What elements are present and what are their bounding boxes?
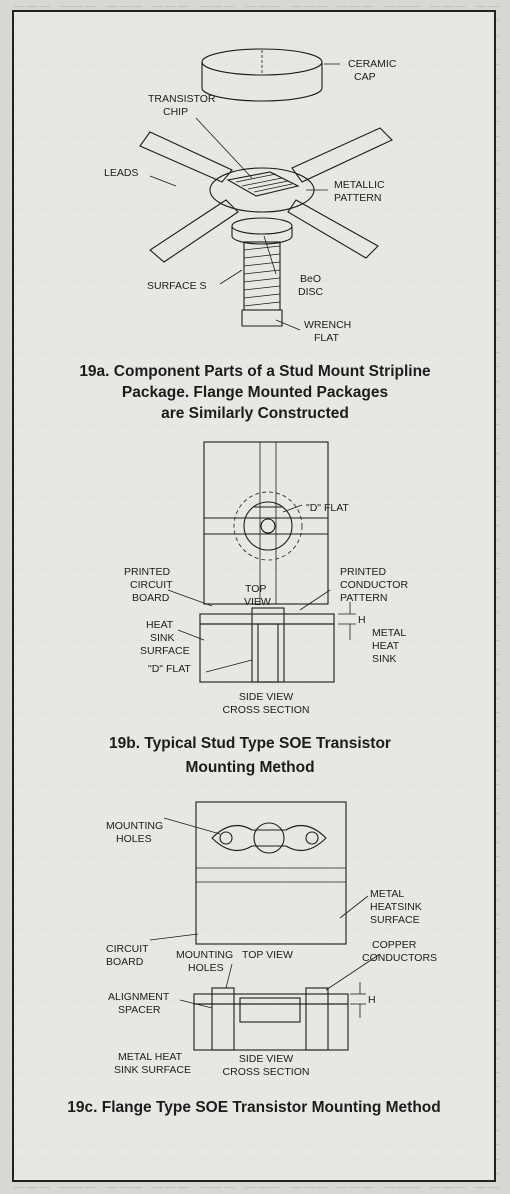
label-heat-sink-surface-3: SURFACE — [140, 645, 190, 657]
caption-19a-line-3: are Similarly Constructed — [161, 405, 349, 422]
label-circuit-board-2: BOARD — [106, 956, 144, 968]
label-ceramic-cap-1: CERAMIC — [348, 58, 397, 70]
label-side-view-2: CROSS SECTION — [223, 704, 310, 716]
caption-19c: 19c. Flange Type SOE Transistor Mounting… — [67, 1099, 440, 1116]
label-h-19c: H — [368, 994, 376, 1006]
label-metal-heat-sink-3: SINK — [372, 653, 397, 665]
caption-19b-line-2: Mounting Method — [185, 759, 314, 776]
label-mounting-holes-top-1: MOUNTING — [106, 820, 163, 832]
label-printed-circuit-board-1: PRINTED — [124, 566, 171, 578]
label-copper-conductors-2: CONDUCTORS — [362, 952, 437, 964]
label-heat-sink-surface-1: HEAT — [146, 619, 174, 631]
label-circuit-board-1: CIRCUIT — [106, 943, 149, 955]
label-printed-conductor-pattern-1: PRINTED — [340, 566, 387, 578]
label-wrench-flat-1: WRENCH — [304, 319, 351, 331]
label-metal-heatsink-surface-1: METAL — [370, 888, 404, 900]
label-side-view-1: SIDE VIEW — [239, 691, 293, 703]
label-beo-disc-1: BeO — [300, 273, 321, 285]
label-surface-s: SURFACE S — [147, 280, 207, 292]
label-beo-disc-2: DISC — [298, 286, 324, 298]
caption-19a-line-1: 19a. Component Parts of a Stud Mount Str… — [79, 363, 431, 380]
label-top-view-1: TOP — [245, 583, 266, 595]
figure-19a-drawing: CERAMIC CAP TRANSISTOR CHIP LEADS METALL… — [104, 48, 397, 344]
figure-19c-labels: MOUNTING HOLES METAL HEATSINK SURFACE CI… — [106, 820, 437, 1078]
label-side-view-19c-2: CROSS SECTION — [223, 1066, 310, 1078]
label-metal-heat-sink-surface-2: SINK SURFACE — [114, 1064, 191, 1076]
figure-19b-labels: "D" FLAT PRINTED CIRCUIT BOARD TOP VIEW … — [124, 502, 408, 716]
label-metal-heat-sink-2: HEAT — [372, 640, 400, 652]
label-copper-conductors-1: COPPER — [372, 939, 417, 951]
figure-19c-drawing: MOUNTING HOLES METAL HEATSINK SURFACE CI… — [106, 801, 437, 1078]
figure-19b-drawing: "D" FLAT PRINTED CIRCUIT BOARD TOP VIEW … — [124, 441, 408, 716]
caption-19a-line-2: Package. Flange Mounted Packages — [122, 384, 388, 401]
label-metallic-pattern-2: PATTERN — [334, 192, 381, 204]
label-metal-heat-sink-1: METAL — [372, 627, 406, 639]
label-transistor-chip-2: CHIP — [163, 106, 188, 118]
label-metallic-pattern-1: METALLIC — [334, 179, 385, 191]
label-transistor-chip-1: TRANSISTOR — [148, 93, 216, 105]
label-alignment-spacer-1: ALIGNMENT — [108, 991, 170, 1003]
label-ceramic-cap-2: CAP — [354, 71, 376, 83]
label-d-flat-top: "D" FLAT — [306, 502, 349, 514]
label-metal-heatsink-surface-3: SURFACE — [370, 914, 420, 926]
label-metal-heat-sink-surface-1: METAL HEAT — [118, 1051, 183, 1063]
label-printed-conductor-pattern-3: PATTERN — [340, 592, 387, 604]
label-side-view-19c-1: SIDE VIEW — [239, 1053, 293, 1065]
label-leads: LEADS — [104, 167, 138, 179]
label-wrench-flat-2: FLAT — [314, 332, 339, 344]
label-metal-heatsink-surface-2: HEATSINK — [370, 901, 422, 913]
label-alignment-spacer-2: SPACER — [118, 1004, 161, 1016]
label-printed-conductor-pattern-2: CONDUCTOR — [340, 579, 408, 591]
caption-19b: 19b. Typical Stud Type SOE Transistor Mo… — [109, 735, 391, 776]
label-mounting-holes-side-1: MOUNTING — [176, 949, 233, 961]
figure-19a-labels: CERAMIC CAP TRANSISTOR CHIP LEADS METALL… — [104, 58, 397, 344]
label-d-flat-side: "D" FLAT — [148, 663, 191, 675]
label-h-19b: H — [358, 614, 366, 626]
label-top-view-19c: TOP VIEW — [242, 949, 293, 961]
label-mounting-holes-side-2: HOLES — [188, 962, 224, 974]
caption-19a: 19a. Component Parts of a Stud Mount Str… — [79, 363, 431, 422]
label-printed-circuit-board-2: CIRCUIT — [130, 579, 173, 591]
figure-frame — [12, 10, 496, 1182]
label-printed-circuit-board-3: BOARD — [132, 592, 170, 604]
caption-19b-line-1: 19b. Typical Stud Type SOE Transistor — [109, 735, 391, 752]
label-heat-sink-surface-2: SINK — [150, 632, 175, 644]
label-mounting-holes-top-2: HOLES — [116, 833, 152, 845]
label-top-view-2: VIEW — [244, 596, 271, 608]
caption-19c-line-1: 19c. Flange Type SOE Transistor Mounting… — [67, 1099, 440, 1116]
